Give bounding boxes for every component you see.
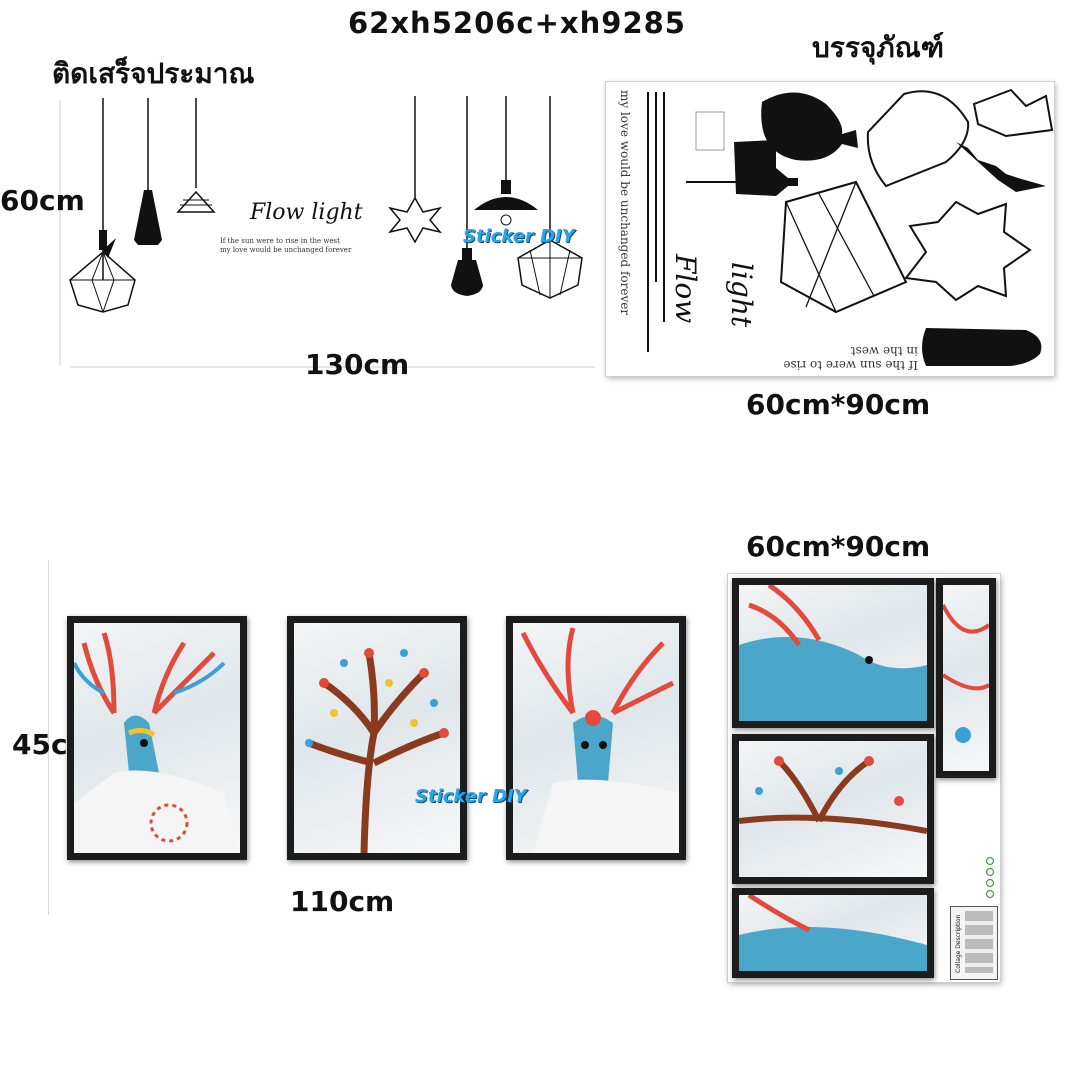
tree-art bbox=[305, 648, 449, 853]
lamp-installed-preview bbox=[0, 80, 600, 380]
sheet-strip bbox=[943, 604, 989, 743]
art-panel-deer-left bbox=[67, 616, 247, 860]
pendant-lamps-illustration bbox=[59, 96, 595, 368]
art-width-label: 110cm bbox=[290, 885, 395, 918]
installed-size-label: ติดเสร็จประมาณ bbox=[52, 57, 255, 90]
sheet-deer-2 bbox=[739, 895, 927, 971]
sheet-art-panel-1 bbox=[732, 578, 934, 728]
art-sheet-size-label: 60cm*90cm bbox=[746, 530, 931, 563]
sheet-icons bbox=[985, 856, 995, 900]
watermark-bottom: Sticker DIY bbox=[415, 786, 527, 807]
art-panel-deer-right bbox=[506, 616, 686, 860]
quote-line-1: If the sun were to rise in the west bbox=[220, 237, 340, 245]
lamp-width-label: 130cm bbox=[305, 348, 410, 381]
sheet-quote-top: If the sun were to rise in the west bbox=[783, 344, 918, 372]
height-guide-line bbox=[48, 560, 49, 915]
sheet-script-flow: Flow bbox=[669, 254, 702, 324]
product-code: 62xh5206c+xh9285 bbox=[348, 6, 686, 40]
sheet-art-panel-3 bbox=[732, 734, 934, 884]
quote-line-2: my love would be unchanged forever bbox=[220, 246, 352, 254]
deer-art-right bbox=[520, 627, 679, 853]
watermark-top: Sticker DIY bbox=[463, 226, 575, 247]
sheet-deer-1 bbox=[739, 585, 927, 721]
collage-description-label: Collage Description bbox=[955, 914, 962, 973]
lamp-title-script: Flow light bbox=[250, 200, 363, 225]
lamp-sheet-size-label: 60cm*90cm bbox=[746, 388, 931, 421]
sheet-art-panel-2 bbox=[936, 578, 996, 778]
sheet-art-panel-4 bbox=[732, 888, 934, 978]
sheet-instruction-tab: Collage Description bbox=[950, 906, 998, 980]
package-label: บรรจุภัณฑ์ bbox=[812, 31, 944, 64]
lamp-height-label: 60cm bbox=[0, 184, 85, 217]
art-sticker-sheet: Collage Description bbox=[728, 574, 1000, 982]
sheet-tree bbox=[739, 756, 927, 834]
lamp-sticker-sheet: If the sun were to rise in the west my l… bbox=[606, 82, 1054, 376]
lamp-sheet-art bbox=[647, 88, 1054, 366]
sheet-script-light: light bbox=[725, 262, 758, 328]
deer-art-left bbox=[74, 632, 240, 853]
art-panel-tree bbox=[287, 616, 467, 860]
sheet-quote-side: my love would be unchanged forever bbox=[618, 90, 632, 316]
